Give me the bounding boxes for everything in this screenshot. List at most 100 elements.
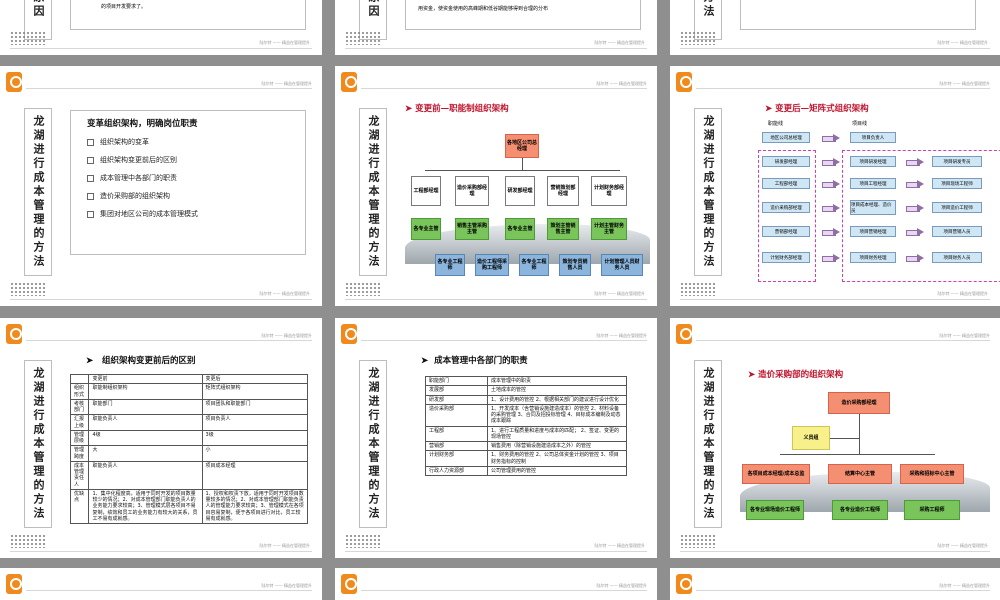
- slide-thumbnail[interactable]: 陆尔特 —— 精益在管理提升 龙湖进行成本管理的方法 ➤造价采购部的组织架构 造…: [670, 318, 1000, 558]
- header-line: [26, 340, 312, 341]
- dots-decoration: [10, 31, 46, 45]
- slide-thumbnail[interactable]: 原因 的项目开发要求了。 陆尔特 —— 精益在管理提升: [0, 0, 322, 55]
- company-logo-icon: [341, 72, 357, 92]
- arrow-right-icon: [822, 158, 840, 166]
- footer-tagline: 陆尔特 —— 精益在管理提升: [937, 40, 988, 45]
- header-line: [696, 340, 990, 341]
- arrow-right-icon: [822, 254, 840, 262]
- table-row: 行政人力资源部公司管理费用的管控: [425, 465, 627, 477]
- slide-thumbnail[interactable]: 陆尔特 —— 精益在管理提升 龙湖进行成本管理的方法 ➤变更前—职能制组织架构 …: [335, 66, 657, 306]
- slide-thumbnail[interactable]: 陆尔特 —— 精益在管理提升 龙湖进行成本管理的方法 变革组织架构，明确岗位职责…: [0, 66, 322, 306]
- side-label: 龙湖进行成本管理的方法: [32, 115, 45, 269]
- table-cell: 变更前: [88, 373, 203, 385]
- dashed-group: [758, 150, 816, 282]
- slide-title-text: 造价采购部的组织架构: [758, 370, 844, 380]
- col1-label: 职能线: [768, 121, 784, 127]
- table-row: 汇报上级职能负责人项目负责人: [69, 414, 309, 431]
- table-cell: 职能负责人: [88, 414, 203, 431]
- table-cell: 优缺点: [69, 488, 90, 525]
- arrow-right-icon: [822, 180, 840, 188]
- matrix-box: 项目成本经理、造价员: [850, 200, 896, 215]
- footer-tagline: 陆尔特 —— 精益在管理提升: [937, 543, 988, 548]
- org-bottom-box: 各专业现场造价工程师: [746, 500, 804, 520]
- slide-thumbnail[interactable]: 陆尔特 —— 精益在管理提升: [670, 568, 1000, 600]
- table-row: 考核部门职能部门项目团队和职能部门: [69, 398, 309, 416]
- org-mid-box: 采购和招标中心主管: [900, 464, 964, 484]
- slide-title: ➤变更后—矩阵式组织架构: [765, 102, 869, 114]
- slide-thumbnail[interactable]: 陆尔特 —— 精益在管理提升 龙湖进行成本管理的方法 ➤ 组织架构变更前后的区别…: [0, 318, 322, 558]
- table-cell: 管理层级: [69, 429, 90, 447]
- side-label-box: 龙湖进行成本管理的方法: [694, 360, 722, 528]
- arrow-right-icon: [906, 254, 924, 262]
- table-cell: 职能部门: [425, 375, 488, 387]
- table-cell: 大: [88, 445, 203, 462]
- header-tagline: 陆尔特 —— 精益在管理提升: [596, 583, 647, 588]
- org-dept-box: 研发部经理: [505, 176, 535, 206]
- dots-decoration: [680, 282, 716, 296]
- org-staff-box: 各专业工程师: [435, 254, 465, 276]
- arrow-bullet-icon: ➤: [86, 356, 94, 366]
- table-cell: 考核部门: [69, 398, 90, 416]
- side-label-box: 龙湖进行成本管理的方法: [24, 108, 52, 276]
- dashed-group: [842, 150, 1000, 282]
- checkbox-icon: [87, 174, 94, 182]
- org-lead-box: 策划主管销售主管: [547, 218, 579, 240]
- slide-thumbnail[interactable]: 陆尔特 —— 精益在管理提升: [0, 568, 322, 600]
- matrix-box: 造价采购部经理: [762, 202, 810, 213]
- matrix-box: 工程部经理: [762, 178, 810, 189]
- dots-decoration: [680, 31, 716, 45]
- table-cell: 变更后: [201, 373, 309, 385]
- table-cell: 1、集中化程度高，适用于同时开发的项目数量较少的情况；2、对成本管理部门职能负责…: [88, 488, 203, 525]
- slide-thumbnail[interactable]: 原因 用资金，使资金使用的高峰期和低谷期能够得到合理的分布 陆尔特 —— 精益在…: [335, 0, 657, 55]
- side-label: 龙湖进行成本管理的方法: [367, 115, 380, 269]
- footer-tagline: 陆尔特 —— 精益在管理提升: [259, 291, 310, 296]
- footer-line: [680, 48, 990, 49]
- slide-text-box: [740, 0, 976, 30]
- arrow-bullet-icon: ➤: [405, 104, 413, 114]
- org-staff-box: 造价工程师采购工程师: [475, 254, 509, 276]
- matrix-box: 项目营销经理: [850, 226, 896, 237]
- checkbox-icon: [87, 156, 94, 164]
- matrix-box: 地区公司总经理: [762, 132, 810, 143]
- matrix-box: 项目研发专员: [932, 156, 982, 167]
- diff-table: 变更前变更后 组织形式职能制组织架构矩阵式组织架构 考核部门职能部门项目团队和职…: [69, 373, 309, 525]
- org-mid-box: 结算中心主管: [828, 464, 892, 484]
- org-staff-box: 各专业工程师: [519, 254, 549, 276]
- org-chart: 各地区公司总经理 工程部经理 造价采购部经理 研发部经理 营销策划部经理 计划财…: [405, 126, 650, 286]
- slide-thumbnail[interactable]: 陆尔特 —— 精益在管理提升 龙湖进行成本管理的方法 ➤变更后—矩阵式组织架构 …: [670, 66, 1000, 306]
- table-cell: 1、进行工程质量和进度与成本的匹配； 2、签证、变更的现场管控: [487, 425, 627, 442]
- footer-tagline: 陆尔特 —— 精益在管理提升: [937, 291, 988, 296]
- table-cell: 项目成本经理: [201, 460, 309, 490]
- toc-item-label: 组织架构变更前后的区别: [100, 156, 177, 164]
- org-dept-box: 营销策划部经理: [547, 176, 579, 206]
- toc-box: 变革组织架构，明确岗位职责 组织架构的变革 组织架构变更前后的区别 成本管理中各…: [70, 110, 306, 255]
- footer-tagline: 陆尔特 —— 精益在管理提升: [259, 40, 310, 45]
- table-row: 发展部土地成本的管控: [425, 385, 627, 396]
- org-side-box: 义员组: [792, 426, 830, 450]
- footer-line: [680, 551, 990, 552]
- table-cell: 矩阵式组织架构: [201, 383, 309, 400]
- table-row: 组织形式职能制组织架构矩阵式组织架构: [69, 383, 309, 400]
- header-tagline: 陆尔特 —— 精益在管理提升: [939, 583, 990, 588]
- footer-line: [680, 299, 990, 300]
- table-cell: 管理跨度: [69, 445, 90, 462]
- table-cell: 项目团队和职能部门: [201, 398, 309, 416]
- toc-item-label: 成本管理中各部门的职责: [100, 174, 177, 182]
- side-label: 龙湖进行成本管理的方法: [702, 367, 715, 521]
- slide-thumbnail[interactable]: 陆尔特 —— 精益在管理提升: [335, 568, 657, 600]
- header-tagline: 陆尔特 —— 精益在管理提升: [596, 333, 647, 338]
- table-cell: 公司管理费用的管控: [487, 465, 627, 477]
- side-label: 龙湖进行成本管理的方法: [702, 115, 715, 269]
- footer-tagline: 陆尔特 —— 精益在管理提升: [594, 543, 645, 548]
- org-top-box: 各地区公司总经理: [505, 134, 539, 158]
- connector-line: [830, 438, 859, 439]
- slide-thumbnail[interactable]: 陆尔特 —— 精益在管理提升 龙湖进行成本管理的方法 ➤ 成本管理中各部门的职责…: [335, 318, 657, 558]
- connector-line: [780, 454, 935, 455]
- slide-thumbnail[interactable]: 方法 陆尔特 —— 精益在管理提升: [670, 0, 1000, 55]
- table-cell: 1、开发成本（含营销设施建造成本）的管控 2、材料设备的采购管理 3、合同及招投…: [487, 403, 627, 427]
- side-label: 方法: [702, 0, 715, 19]
